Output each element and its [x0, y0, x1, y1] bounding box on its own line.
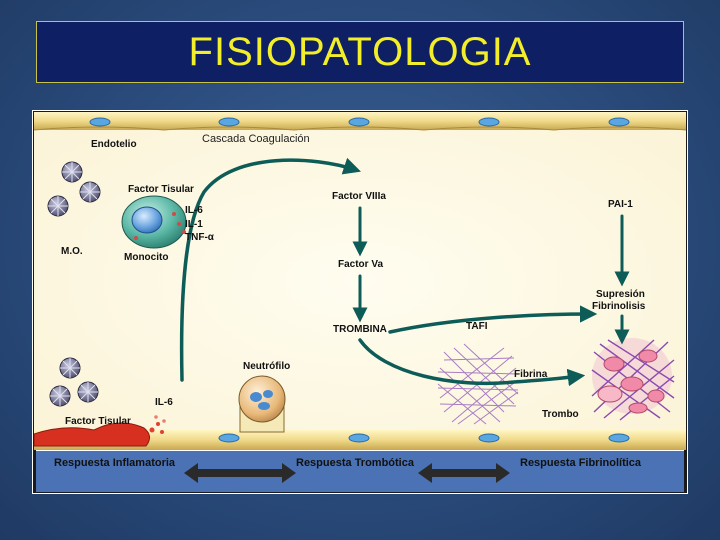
label-il6-top: IL-6 — [185, 205, 203, 216]
monocyte-cell — [121, 195, 187, 249]
label-supresion: Supresión — [596, 289, 645, 300]
label-tafi: TAFI — [466, 321, 488, 332]
label-fibrina: Fibrina — [514, 369, 548, 380]
response-band — [36, 450, 684, 492]
double-arrow-left-icon — [184, 463, 296, 483]
footer-respuesta-inflamatoria: Respuesta Inflamatoria — [54, 457, 176, 469]
label-factor-viiia: Factor VIIIa — [332, 191, 386, 202]
footer-respuesta-fibrinolitica: Respuesta Fibrinolítica — [520, 457, 642, 469]
bottom-endothelium — [34, 415, 686, 450]
label-factor-tisular-top: Factor Tisular — [128, 184, 194, 195]
neutrophil-cell — [238, 375, 286, 433]
label-trombina: TROMBINA — [333, 324, 387, 335]
label-fibrinolisis: Fibrinolisis — [592, 301, 646, 312]
footer-respuesta-trombotica: Respuesta Trombótica — [296, 457, 414, 469]
label-factor-tisular-bottom: Factor Tisular — [65, 416, 131, 427]
label-tnf: TNF-α — [185, 232, 214, 243]
microorganisms-bottom — [49, 357, 99, 407]
arrow-il6-to-factor-viiia — [179, 157, 361, 382]
title-banner: FISIOPATOLOGIA — [36, 21, 684, 83]
label-il6-bottom: IL-6 — [155, 397, 173, 408]
page-title: FISIOPATOLOGIA — [188, 29, 532, 74]
arrow-trombina-to-supresion — [388, 305, 598, 334]
label-monocito: Monocito — [124, 252, 169, 263]
top-endothelium — [34, 112, 686, 131]
label-mo: M.O. — [61, 246, 83, 257]
label-neutrofilo: Neutrófilo — [243, 361, 291, 372]
label-pai1: PAI-1 — [608, 199, 633, 210]
double-arrow-right-icon — [418, 463, 510, 483]
microorganisms-top — [47, 161, 101, 217]
arrows — [179, 157, 630, 387]
arrow-trombina-to-trombo — [358, 338, 586, 387]
label-il1: IL-1 — [185, 219, 203, 230]
label-trombo: Trombo — [542, 409, 579, 420]
label-factor-va: Factor Va — [338, 259, 384, 270]
label-cascada-coagulacion: Cascada Coagulación — [202, 133, 310, 145]
pathophysiology-diagram — [34, 112, 686, 450]
label-endotelio: Endotelio — [91, 139, 137, 150]
thrombus — [591, 338, 675, 421]
